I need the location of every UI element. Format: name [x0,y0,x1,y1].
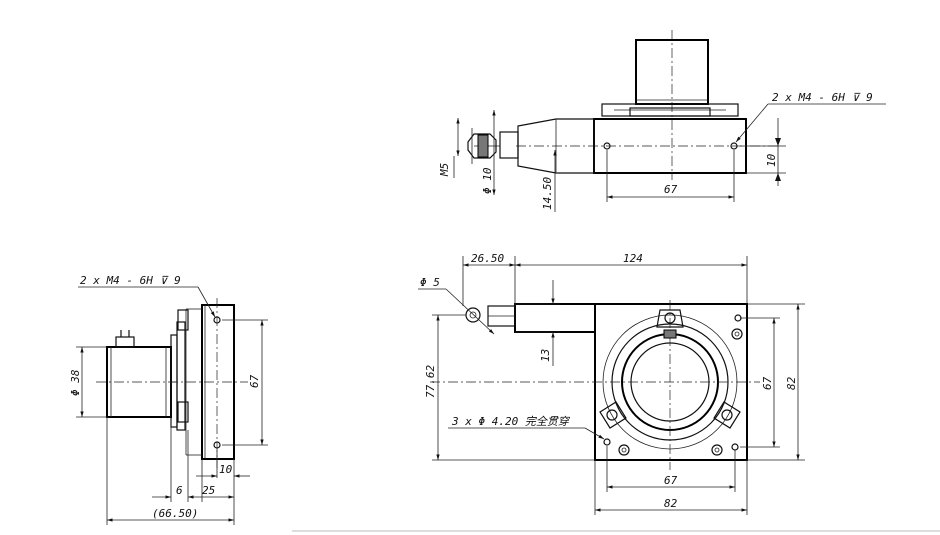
side-phi38-label: Φ 38 [69,369,82,396]
top-m5-label: M5 [438,163,451,177]
front-124-label: 124 [623,252,643,265]
front-view: 26.50 124 Φ 5 13 77.62 3 x Φ 4.20 完全贯穿 6… [418,252,805,515]
front-77-62-label: 77.62 [424,365,437,398]
clamp-top [656,309,684,339]
side-main-body [201,304,235,460]
top-hole-right [730,142,738,150]
front-82h-label: 82 [664,497,678,510]
side-67-label: 67 [248,374,261,388]
side-view: Φ 38 67 10 6 25 (66.50) 2 x M4 - 6H ⊽ 9 [69,274,268,525]
side-66-50-label: (66.50) [152,507,198,520]
front-67v-label: 67 [761,376,774,390]
top-thread-note: 2 x M4 - 6H ⊽ 9 [772,91,873,104]
side-10-label: 10 [219,463,233,476]
front-13-label: 13 [539,349,552,362]
side-thread-note: 2 x M4 - 6H ⊽ 9 [80,274,181,287]
top-67-label: 67 [664,183,678,196]
top-hole-left [603,142,611,150]
side-6-label: 6 [176,484,183,497]
front-phi5-label: Φ 5 [420,276,440,289]
top-14-50-label: 14.50 [541,177,554,210]
front-hole-note: 3 x Φ 4.20 完全贯穿 [451,415,571,428]
top-phi10-label: Φ 10 [481,167,494,194]
front-arm [514,303,596,333]
clamp-left [599,401,627,429]
top-view: M5 Φ 10 14.50 67 10 2 x M4 - 6H ⊽ 9 [438,30,886,212]
front-82v-label: 82 [785,376,798,390]
front-67h-label: 67 [664,474,678,487]
side-25-label: 25 [202,484,215,497]
front-26-50-label: 26.50 [471,252,504,265]
clamp-right [713,401,741,429]
top-10-label: 10 [765,153,778,167]
